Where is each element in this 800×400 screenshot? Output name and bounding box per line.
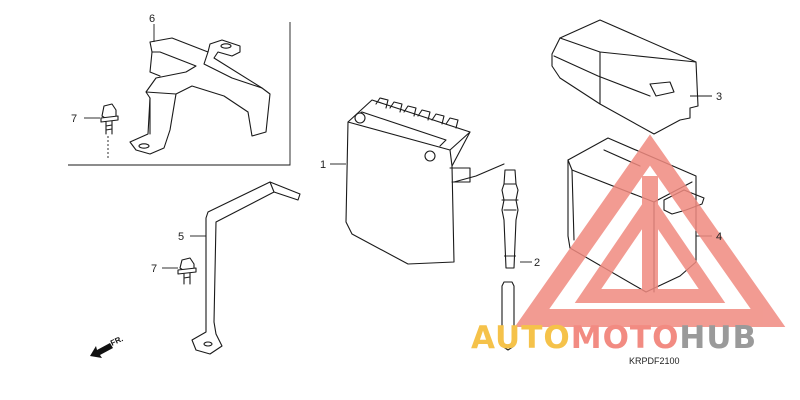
watermark-text-moto: MOTO (571, 320, 680, 356)
callout-7-upper: 7 (71, 113, 77, 125)
battery-holder (129, 37, 271, 155)
callout-4: 4 (716, 231, 722, 243)
callout-1: 1 (320, 159, 326, 171)
callout-5: 5 (178, 231, 184, 243)
front-direction-indicator: FR. (90, 334, 125, 358)
callout-6: 6 (149, 13, 155, 25)
watermark-text-hub: HUB (679, 320, 757, 356)
watermark-text-auto: AUTO (471, 320, 571, 356)
watermark-logo-mark (514, 134, 786, 327)
bolt-upper (100, 103, 119, 158)
callout-3: 3 (716, 91, 722, 103)
callouts: 6 7 1 2 3 4 5 7 (71, 13, 722, 275)
inset-frame (68, 22, 291, 166)
cell-caps (375, 97, 459, 129)
front-arrow-icon (90, 343, 113, 358)
battery-cover (551, 19, 699, 135)
battery-stay (191, 181, 301, 355)
breather-tube (501, 169, 519, 351)
bolt-lower (177, 257, 197, 285)
watermark-text: AUTOMOTOHUB (471, 320, 757, 356)
diagram-code: KRPDF2100 (629, 356, 680, 366)
callout-2: 2 (534, 257, 540, 269)
battery (345, 97, 505, 265)
callout-7-lower: 7 (151, 263, 157, 275)
front-label: FR. (109, 334, 124, 348)
watermark-triangle-outer (514, 134, 786, 327)
